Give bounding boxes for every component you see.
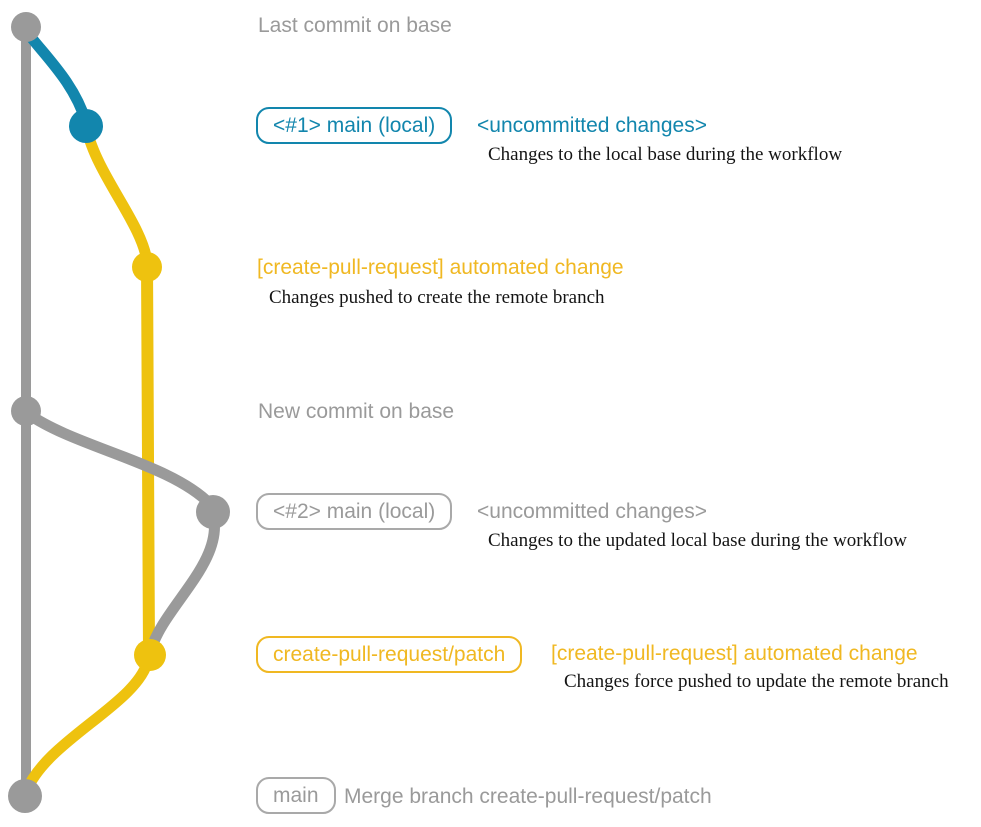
title-uncommitted-changes-1: <uncommitted changes>: [477, 114, 707, 137]
merge-edge: [20, 654, 154, 798]
branch-badge-main-local-2: <#2> main (local): [256, 493, 453, 531]
label-new-commit-on-base: New commit on base: [258, 400, 455, 423]
label-last-commit-on-base: Last commit on base: [258, 14, 452, 37]
commit-node-merge: [8, 779, 42, 813]
commit-node-automated-2: [134, 639, 166, 671]
commit-node-local-1: [69, 109, 103, 143]
commit-node-last-base: [11, 12, 41, 42]
branch-badge-main: main: [256, 777, 336, 815]
desc-uncommitted-changes-1: Changes to the local base during the wor…: [488, 144, 843, 165]
title-automated-change-2: [create-pull-request] automated change: [551, 642, 918, 665]
rebase-edge: [145, 508, 220, 656]
branch-badge-patch: create-pull-request/patch: [256, 636, 523, 674]
branch-badge-main-local-1: <#1> main (local): [256, 107, 453, 145]
title-uncommitted-changes-2: <uncommitted changes>: [477, 500, 707, 523]
patch-branch-line: [141, 258, 155, 658]
local-changes-edge-2: [21, 407, 216, 510]
desc-uncommitted-changes-2: Changes to the updated local base during…: [488, 530, 907, 551]
commit-node-new-base: [11, 396, 41, 426]
patch-branch-edge-1: [81, 124, 153, 268]
desc-automated-change-1: Changes pushed to create the remote bran…: [269, 287, 605, 308]
label-merge-branch: Merge branch create-pull-request/patch: [344, 785, 712, 808]
commit-node-automated-1: [132, 252, 162, 282]
desc-automated-change-2: Changes force pushed to update the remot…: [564, 671, 949, 692]
title-automated-change-1: [create-pull-request] automated change: [257, 256, 624, 279]
commit-node-local-2: [196, 495, 230, 529]
local-changes-edge-1: [21, 26, 92, 128]
